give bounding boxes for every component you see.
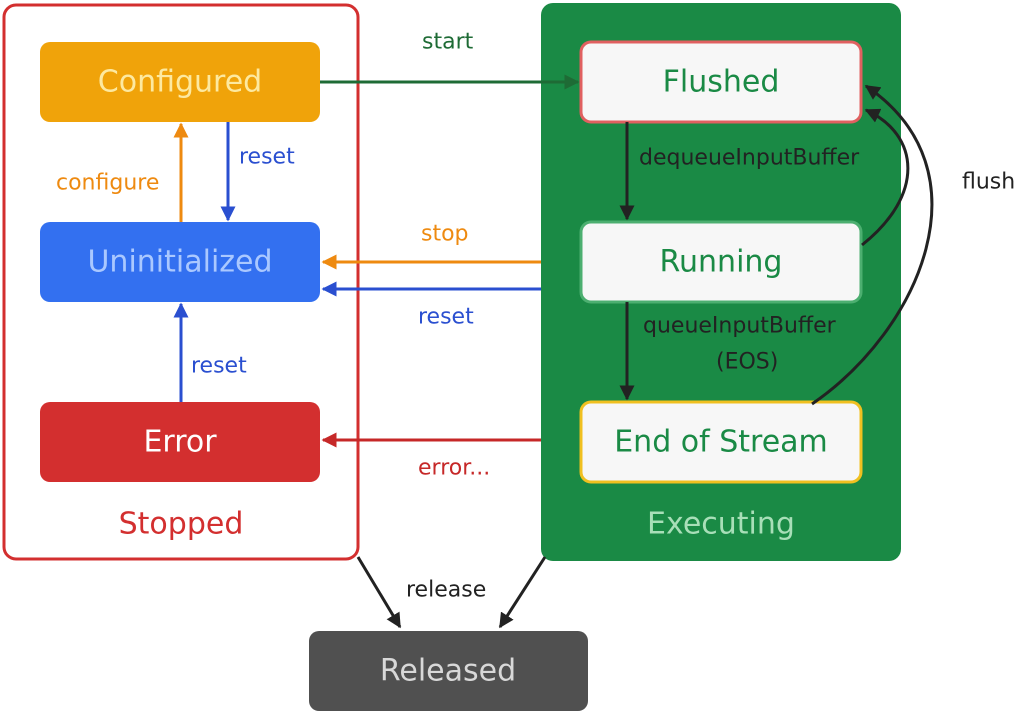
- state-error[interactable]: [40, 402, 320, 482]
- state-flushed-label: Flushed: [663, 65, 780, 100]
- state-running[interactable]: [579, 220, 863, 304]
- arrow-flush-running: [861, 108, 910, 247]
- label-stop: stop: [421, 222, 469, 247]
- label-dequeue: dequeueInputBuffer: [639, 146, 860, 171]
- state-uninitialized-label: Uninitialized: [87, 245, 272, 280]
- label-queue-eos-2: (EOS): [716, 350, 778, 375]
- label-reset-executing: reset: [418, 305, 474, 330]
- state-configured[interactable]: [40, 42, 320, 122]
- label-release: release: [406, 578, 486, 603]
- state-uninitialized[interactable]: [40, 222, 320, 302]
- state-error-label: Error: [143, 425, 217, 460]
- label-start: start: [422, 30, 474, 55]
- label-configure: configure: [56, 171, 159, 196]
- executing-label: Executing: [647, 507, 795, 542]
- stopped-label: Stopped: [119, 507, 244, 542]
- state-released-label: Released: [380, 654, 516, 689]
- state-configured-label: Configured: [98, 65, 262, 100]
- state-end-of-stream[interactable]: [579, 400, 863, 484]
- label-queue-eos: queueInputBuffer: [643, 314, 837, 339]
- label-flush: flush: [962, 170, 1015, 195]
- state-running-label: Running: [660, 245, 783, 280]
- label-error: error...: [418, 456, 490, 481]
- state-end-of-stream-label: End of Stream: [614, 425, 828, 460]
- state-flushed[interactable]: [579, 40, 863, 124]
- arrow-flush-eos: [811, 84, 934, 406]
- arrow-release-executing: [498, 556, 547, 629]
- label-reset-error: reset: [191, 354, 247, 379]
- state-released[interactable]: [309, 631, 588, 711]
- label-reset-configured: reset: [239, 145, 295, 170]
- arrow-release-stopped: [356, 556, 402, 629]
